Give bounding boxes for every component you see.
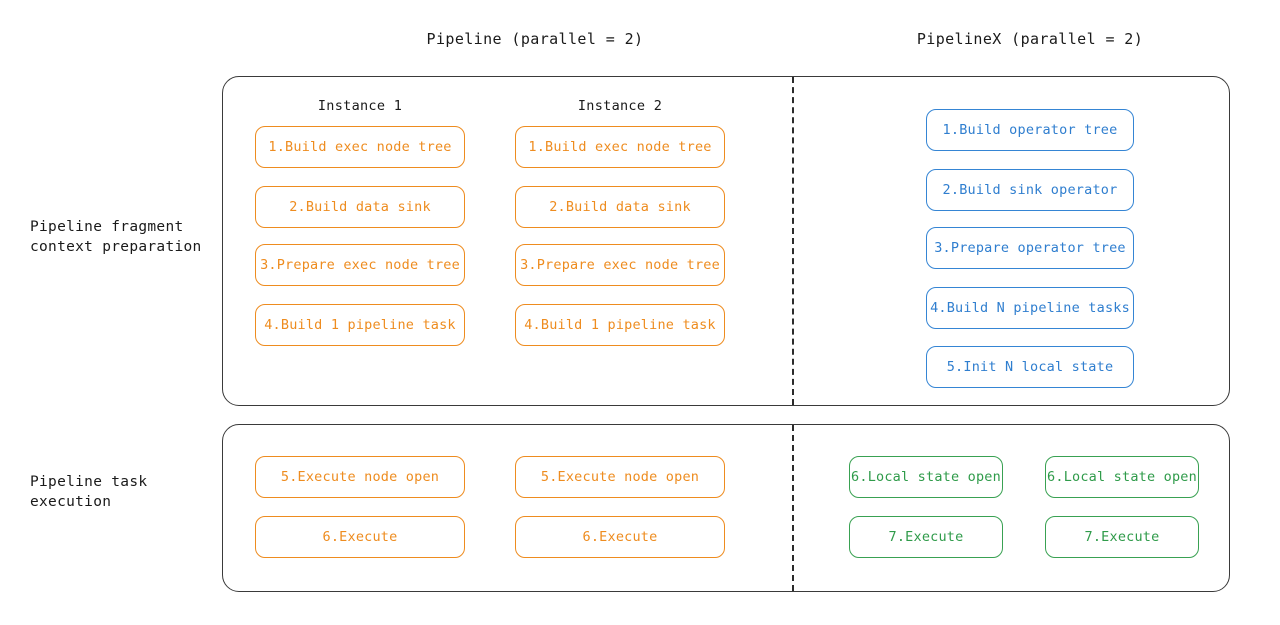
prep-node-instance1-2[interactable]: 2.Build data sink [255, 186, 465, 228]
exec-node-instance2-1[interactable]: 5.Execute node open [515, 456, 725, 498]
divider-preparation [792, 77, 794, 405]
prep-node-pipelinex-1[interactable]: 1.Build operator tree [926, 109, 1134, 151]
prep-node-instance1-3[interactable]: 3.Prepare exec node tree [255, 244, 465, 286]
exec-node-pipelinex-task1-2[interactable]: 7.Execute [849, 516, 1003, 558]
exec-node-pipelinex-task2-2[interactable]: 7.Execute [1045, 516, 1199, 558]
row-label-execution: Pipeline task execution [30, 474, 148, 510]
prep-node-pipelinex-5[interactable]: 5.Init N local state [926, 346, 1134, 388]
prep-node-pipelinex-4[interactable]: 4.Build N pipeline tasks [926, 287, 1134, 329]
prep-node-instance2-4[interactable]: 4.Build 1 pipeline task [515, 304, 725, 346]
exec-node-instance1-2[interactable]: 6.Execute [255, 516, 465, 558]
prep-node-instance1-4[interactable]: 4.Build 1 pipeline task [255, 304, 465, 346]
column-title-pipelinex: PipelineX (parallel = 2) [916, 30, 1144, 48]
section-preparation [222, 76, 1230, 406]
prep-node-instance1-1[interactable]: 1.Build exec node tree [255, 126, 465, 168]
exec-node-instance1-1[interactable]: 5.Execute node open [255, 456, 465, 498]
prep-node-instance2-3[interactable]: 3.Prepare exec node tree [515, 244, 725, 286]
column-title-pipeline: Pipeline (parallel = 2) [426, 30, 644, 48]
section-execution [222, 424, 1230, 592]
prep-node-pipelinex-2[interactable]: 2.Build sink operator [926, 169, 1134, 211]
exec-node-pipelinex-task1-1[interactable]: 6.Local state open [849, 456, 1003, 498]
row-label-preparation: Pipeline fragment context preparation [30, 219, 202, 255]
prep-node-instance2-2[interactable]: 2.Build data sink [515, 186, 725, 228]
instance-heading-1: Instance 1 [317, 98, 403, 114]
prep-node-instance2-1[interactable]: 1.Build exec node tree [515, 126, 725, 168]
exec-node-instance2-2[interactable]: 6.Execute [515, 516, 725, 558]
exec-node-pipelinex-task2-1[interactable]: 6.Local state open [1045, 456, 1199, 498]
prep-node-pipelinex-3[interactable]: 3.Prepare operator tree [926, 227, 1134, 269]
instance-heading-2: Instance 2 [577, 98, 663, 114]
divider-execution [792, 425, 794, 591]
